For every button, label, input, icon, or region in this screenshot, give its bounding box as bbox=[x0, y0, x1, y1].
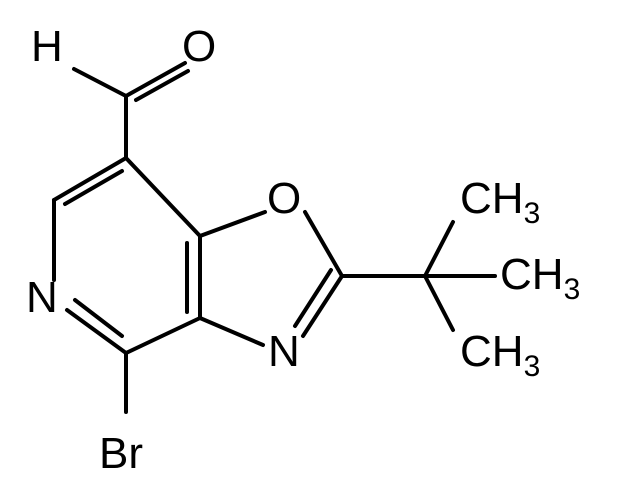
bond-cq-me1 bbox=[423, 220, 455, 278]
bond-h-c-aldehyde bbox=[72, 67, 128, 98]
methyl-2-ch: CH bbox=[500, 250, 564, 299]
bromo-label: Br bbox=[99, 429, 143, 478]
bond-c2-n3 bbox=[301, 274, 344, 338]
aldehyde-o-label: O bbox=[182, 22, 216, 71]
methyl-3-label: CH3 bbox=[460, 327, 540, 383]
methyl-1-ch: CH bbox=[460, 174, 524, 223]
bond-c4-c3a bbox=[124, 316, 202, 355]
bond-c-o-double-inner bbox=[134, 69, 190, 102]
bond-c-o-double-outer bbox=[124, 61, 187, 98]
methyl-2-subscript: 3 bbox=[564, 273, 581, 306]
bond-n5-c4-inner bbox=[73, 298, 124, 338]
bond-lines bbox=[52, 61, 497, 414]
bond-c2-n3-inner bbox=[293, 268, 333, 328]
bond-cq-me3 bbox=[423, 274, 455, 332]
pyridine-n-label: N bbox=[26, 273, 58, 322]
methyl-1-subscript: 3 bbox=[524, 197, 541, 230]
methyl-2-label: CH3 bbox=[500, 250, 580, 306]
bond-n3-c3a bbox=[198, 316, 265, 347]
bond-c7-c6 bbox=[52, 156, 128, 202]
methyl-3-ch: CH bbox=[460, 327, 524, 376]
bond-o1-c2 bbox=[303, 210, 344, 278]
aldehyde-h-label: H bbox=[31, 22, 63, 71]
bond-c7-c6-inner bbox=[63, 169, 124, 206]
atom-labels: H O O N N Br CH3 CH3 CH3 bbox=[26, 22, 580, 478]
methyl-3-subscript: 3 bbox=[524, 350, 541, 383]
bond-c7a-c7 bbox=[124, 156, 202, 238]
methyl-1-label: CH3 bbox=[460, 174, 540, 230]
ring-o-label: O bbox=[267, 174, 301, 223]
oxazole-n-label: N bbox=[268, 327, 300, 376]
bond-c7a-o1 bbox=[198, 210, 267, 238]
bond-n5-c4 bbox=[65, 308, 128, 355]
